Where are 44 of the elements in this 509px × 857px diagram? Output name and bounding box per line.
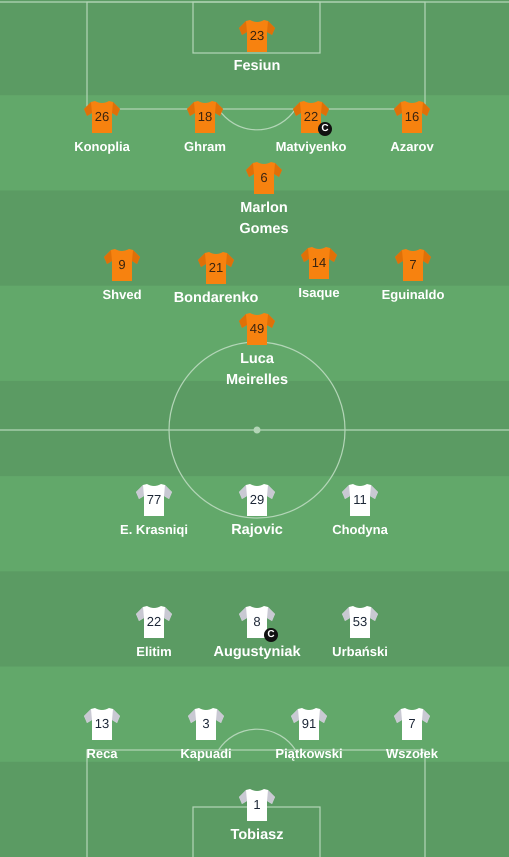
player-name: Bondarenko — [174, 289, 258, 308]
shirt-number: 77 — [146, 492, 162, 507]
shirt-number: 13 — [94, 716, 110, 731]
shirt-number: 26 — [94, 109, 110, 124]
shirt-number: 21 — [208, 260, 224, 275]
shirt-number: 1 — [253, 797, 261, 812]
player-name: Kapuadi — [180, 745, 232, 763]
player-name: Konoplia — [74, 138, 130, 156]
player-name: Marlon Gomes — [238, 199, 290, 239]
shirt-number: 29 — [250, 492, 264, 507]
shirt-number: 7 — [409, 257, 417, 272]
shirt-number: 18 — [198, 109, 212, 124]
shirt-number: 91 — [302, 716, 316, 731]
player-name: Isaque — [298, 284, 340, 302]
player-name: Tobiasz — [230, 826, 284, 845]
player-name: Rajovic — [231, 521, 283, 540]
player-name: Wszołek — [386, 745, 438, 763]
player-name: Luca Meirelles — [224, 350, 290, 390]
player-name: Matviyenko — [276, 138, 346, 156]
shirt-number: 49 — [250, 321, 264, 336]
player-name: E. Krasniqi — [120, 521, 188, 539]
shirt-number: 11 — [353, 492, 367, 507]
player-name: Eguinaldo — [382, 286, 444, 304]
player-name: Chodyna — [332, 521, 388, 539]
player-name: Reca — [86, 745, 118, 763]
shirt-number: 9 — [118, 257, 126, 272]
player-name: Shved — [102, 286, 142, 304]
shirt-number: 3 — [202, 716, 210, 731]
player-name: Elitim — [136, 643, 172, 661]
shirt-number: 16 — [404, 109, 420, 124]
shirt-number: 22 — [146, 614, 162, 629]
player-name: Ghram — [184, 138, 226, 156]
player-name: Piątkowski — [275, 745, 343, 763]
player-name: Augustyniak — [214, 643, 300, 662]
shirt-number: 14 — [312, 255, 326, 270]
player-name: Azarov — [390, 138, 434, 156]
shirt-number: 7 — [408, 716, 416, 731]
player-name: Urbański — [332, 643, 388, 661]
shirt-number: 8 — [253, 614, 261, 629]
shirt-number: 23 — [250, 28, 264, 43]
player-name: Fesiun — [234, 57, 280, 76]
shirt-number: 6 — [260, 170, 268, 185]
shirt-number: 22 — [304, 109, 318, 124]
shirt-number: 53 — [352, 614, 368, 629]
